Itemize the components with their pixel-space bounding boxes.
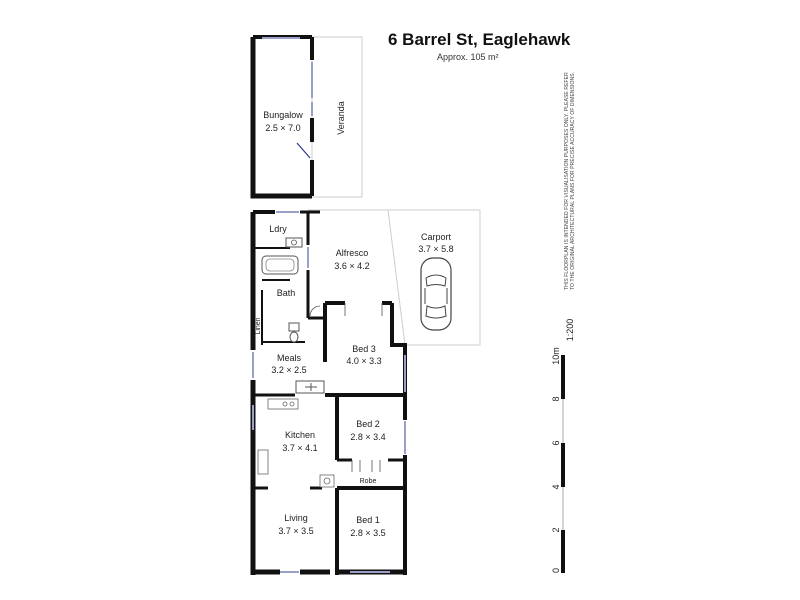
scale-tick-0: 0	[551, 568, 561, 573]
room-name-carport: Carport	[421, 232, 452, 242]
house-walls	[250, 210, 407, 575]
room-name-bed2: Bed 2	[356, 419, 380, 429]
room-name-linen: Linen	[255, 317, 262, 334]
outdoor-areas	[308, 209, 481, 346]
kitchen-bench	[257, 398, 335, 488]
room-dims-bungalow: 2.5 × 7.0	[265, 123, 300, 133]
sink-icon	[285, 237, 303, 248]
bungalow-wall	[250, 37, 312, 199]
property-address: 6 Barrel St, Eaglehawk	[388, 30, 571, 49]
car-icon	[420, 257, 452, 331]
veranda-outline	[311, 36, 363, 198]
bathtub-icon	[261, 255, 299, 275]
bungalow-block	[250, 35, 363, 199]
room-name-kitchen: Kitchen	[285, 430, 315, 440]
room-dims-meals: 3.2 × 2.5	[271, 365, 306, 375]
door	[296, 142, 311, 159]
room-dims-bed2: 2.8 × 3.4	[350, 432, 385, 442]
scale-tick-2: 2	[551, 527, 561, 532]
scale-ratio: 1:200	[565, 319, 575, 342]
carport-divider	[387, 209, 406, 346]
scale-bar: 0 2 4 6 8 10m 1:200	[551, 319, 575, 573]
room-name-alfresco: Alfresco	[336, 248, 369, 258]
alfresco-outline	[308, 209, 481, 346]
scale-segment	[561, 355, 565, 399]
scale-tick-6: 6	[551, 440, 561, 445]
room-dims-alfresco: 3.6 × 4.2	[334, 261, 369, 271]
room-name-bungalow: Bungalow	[263, 110, 303, 120]
stove-icon	[295, 380, 325, 394]
room-name-meals: Meals	[277, 353, 302, 363]
room-name-ldry: Ldry	[269, 224, 287, 234]
room-labels: Bungalow 2.5 × 7.0 Veranda Ldry Alfresco…	[255, 101, 454, 538]
floor-area: Approx. 105 m²	[437, 52, 499, 62]
room-dims-living: 3.7 × 3.5	[278, 526, 313, 536]
scale-tick-8: 8	[551, 396, 561, 401]
scale-segment	[561, 443, 565, 487]
room-name-bath: Bath	[277, 288, 296, 298]
doors	[309, 303, 383, 472]
room-dims-carport: 3.7 × 5.8	[418, 244, 453, 254]
scale-segment	[561, 530, 565, 573]
room-name-bed3: Bed 3	[352, 344, 376, 354]
room-name-bed1: Bed 1	[356, 515, 380, 525]
windows	[252, 211, 406, 573]
toilet-icon	[288, 322, 300, 343]
scale-unit-label: 10m	[551, 347, 561, 365]
room-dims-bed1: 2.8 × 3.5	[350, 528, 385, 538]
room-name-robe: Robe	[360, 478, 377, 485]
room-name-living: Living	[284, 513, 308, 523]
room-dims-bed3: 4.0 × 3.3	[346, 356, 381, 366]
room-dims-kitchen: 3.7 × 4.1	[282, 443, 317, 453]
room-name-veranda: Veranda	[336, 101, 346, 135]
scale-tick-4: 4	[551, 484, 561, 489]
